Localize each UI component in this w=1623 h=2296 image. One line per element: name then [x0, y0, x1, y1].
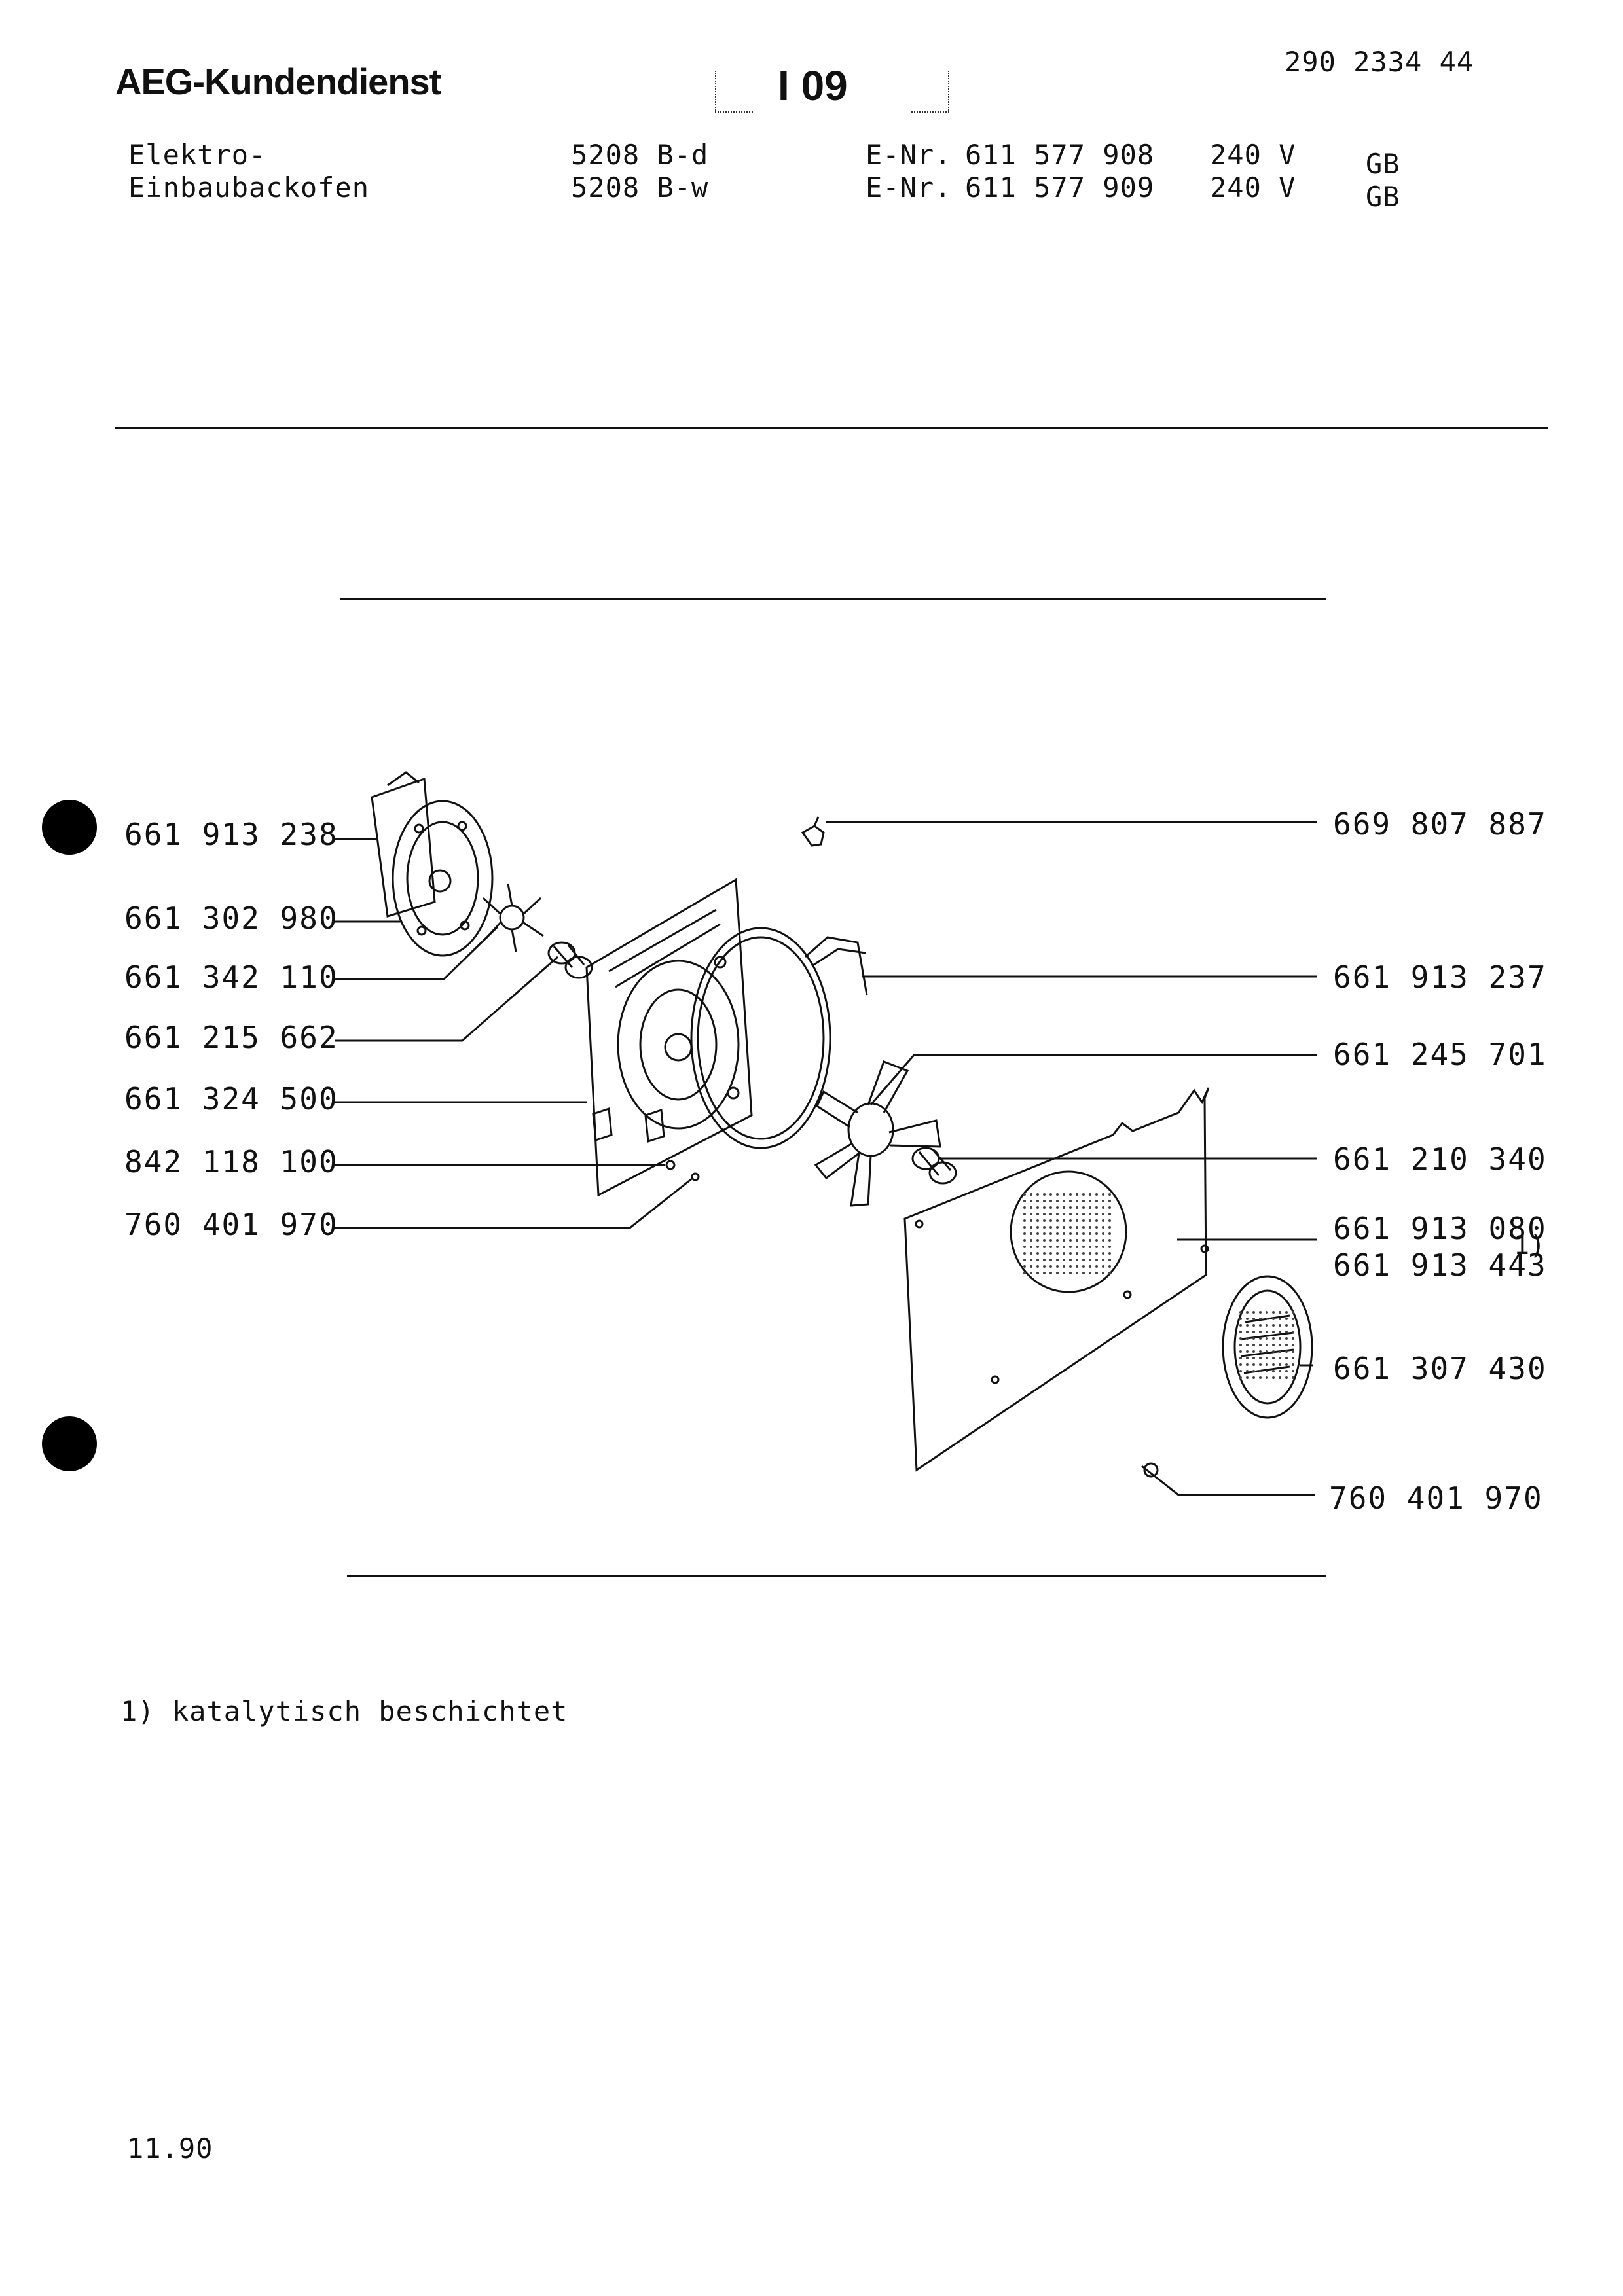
coupling-sleeve — [547, 941, 593, 979]
model-row-2-enr-label: E-Nr. — [866, 171, 952, 204]
heating-element-ring — [690, 927, 868, 1149]
model-row-1-enr-label: E-Nr. — [866, 139, 952, 171]
part-number-right: 760 401 970 — [1329, 1480, 1543, 1516]
part-number-right: 669 807 887 — [1333, 806, 1547, 842]
part-number-right: 661 307 430 — [1333, 1351, 1547, 1386]
section-code: I 09 — [778, 62, 848, 109]
header-divider — [115, 427, 1548, 429]
model-row-1-enr: 611 577 908 — [965, 139, 1155, 171]
part-number-left: 661 302 980 — [124, 901, 338, 936]
appliance-type-line1: Elektro- — [128, 139, 266, 171]
diagram-top-border — [340, 598, 1326, 600]
model-row-1-country: GB — [1366, 148, 1400, 180]
cooling-fan — [482, 883, 544, 952]
model-row-1-model: 5208 B-d — [571, 139, 709, 171]
footnote-marker: 1) — [1514, 1230, 1546, 1261]
rear-panel — [903, 1087, 1210, 1472]
leader-line — [335, 925, 499, 980]
part-number-right: 661 913 237 — [1333, 960, 1547, 995]
motor-housing — [371, 771, 494, 957]
appliance-type-line2: Einbaubackofen — [128, 171, 370, 204]
binder-hole-mark — [42, 1416, 97, 1471]
model-row-2-country: GB — [1366, 181, 1400, 213]
section-bracket-right — [911, 71, 949, 113]
part-number-left: 760 401 970 — [124, 1207, 338, 1242]
part-number-left: 661 342 110 — [124, 960, 338, 995]
part-number-right: 661 913 443 — [1333, 1247, 1547, 1283]
diagram-bottom-border — [347, 1575, 1326, 1577]
leader-line — [1141, 1465, 1315, 1496]
binder-hole-mark — [42, 800, 97, 855]
footnote-text: 1) katalytisch beschichtet — [120, 1695, 568, 1727]
leader-line — [869, 1054, 1317, 1105]
model-row-2-voltage: 240 V — [1210, 171, 1296, 204]
brand-title: AEG-Kundendienst — [115, 61, 441, 102]
leader-line — [335, 956, 558, 1042]
section-bracket-left — [715, 71, 753, 113]
part-number-right: 661 245 701 — [1333, 1037, 1547, 1072]
model-row-2-model: 5208 B-w — [571, 171, 709, 204]
part-number-right: 661 913 080 — [1333, 1211, 1547, 1246]
circulation-fan — [814, 1060, 941, 1207]
leader-line — [335, 1177, 693, 1229]
retaining-clip — [801, 816, 825, 847]
fan-nut — [911, 1147, 957, 1185]
part-number-left: 842 118 100 — [124, 1144, 338, 1179]
document-date: 11.90 — [127, 2132, 213, 2164]
model-row-1-voltage: 240 V — [1210, 139, 1296, 171]
part-number-right: 661 210 340 — [1333, 1141, 1547, 1177]
part-number-left: 661 913 238 — [124, 817, 338, 852]
rear-mounting-plate — [585, 878, 753, 1197]
part-number-left: 661 215 662 — [124, 1020, 338, 1055]
document-number: 290 2334 44 — [1285, 46, 1474, 78]
part-number-left: 661 324 500 — [124, 1081, 338, 1117]
model-row-2-enr: 611 577 909 — [965, 171, 1155, 204]
